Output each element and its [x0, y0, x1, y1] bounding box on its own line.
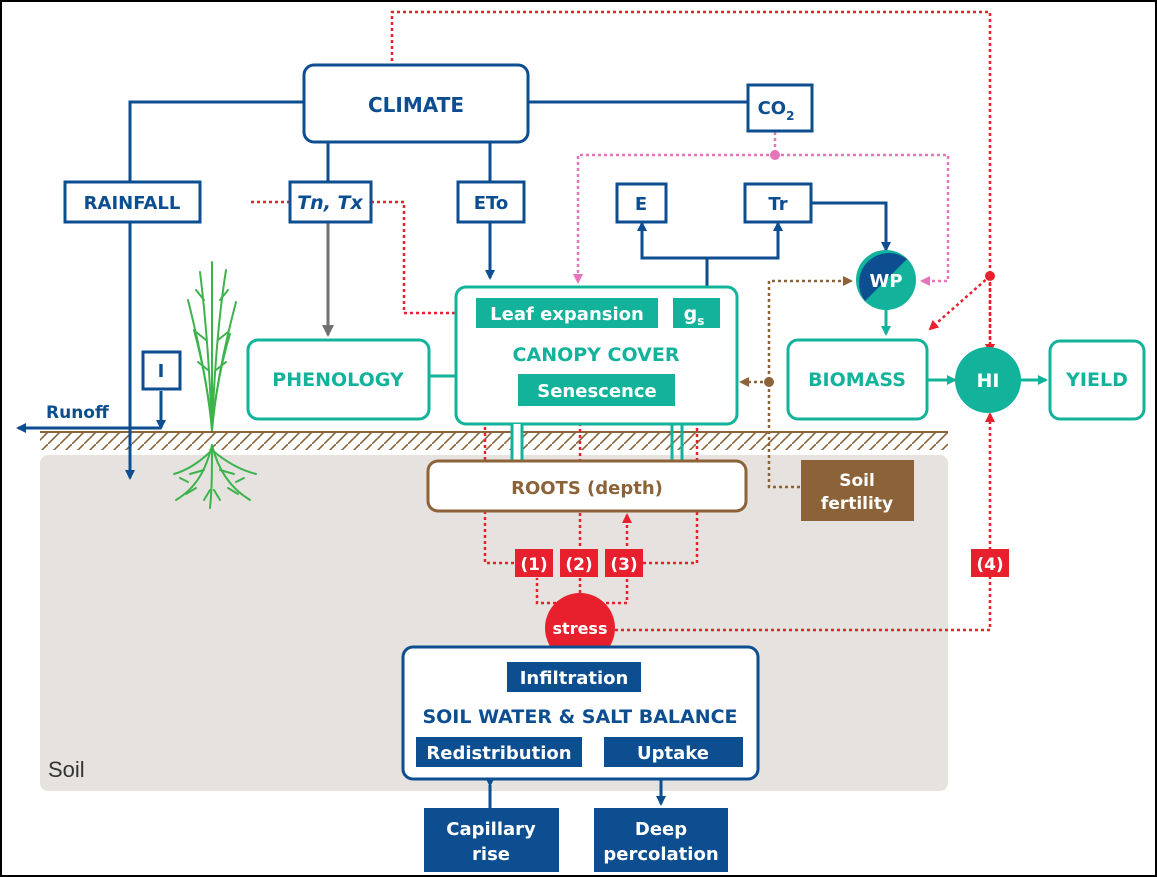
rainfall-label: RAINFALL — [84, 193, 181, 214]
blue-connectors — [16, 100, 891, 808]
transpiration-label: Tr — [768, 194, 787, 215]
red-junction-dot — [985, 271, 995, 281]
deep-percolation-box — [594, 808, 728, 872]
teal-connectors — [428, 310, 1048, 385]
canopy-cover-label: CANOPY COVER — [513, 344, 680, 366]
capillary-rise-box — [424, 808, 559, 872]
climate-box — [302, 63, 530, 144]
hi-label: HI — [977, 370, 1000, 392]
irrigation-box — [141, 350, 182, 391]
deep-percolation-line-1: Deep — [635, 819, 687, 840]
senescence-label: Senescence — [537, 381, 656, 402]
co2-box — [746, 83, 814, 133]
canopy-roots-legs — [510, 424, 684, 464]
transpiration-box — [743, 182, 813, 224]
brown-junction-dot — [764, 377, 774, 387]
roots-label: ROOTS (depth) — [511, 478, 663, 499]
stress-tag-4 — [971, 549, 1009, 577]
stress-tag-3-label: (3) — [610, 555, 637, 575]
redistribution-label: Redistribution — [426, 743, 571, 764]
deep-percolation-line-2: percolation — [603, 844, 718, 865]
capillary-rise-line-1: Capillary — [446, 819, 536, 840]
wp-node: WP — [856, 250, 916, 310]
soil-balance-label: SOIL WATER & SALT BALANCE — [422, 706, 737, 728]
stress-tag-4-label: (4) — [976, 555, 1003, 575]
ground-hatch — [40, 432, 948, 450]
soil-fertility-box — [801, 460, 914, 521]
soil-fertility-line-1: Soil — [839, 471, 875, 491]
gs-label: gs — [684, 303, 705, 328]
rainfall-box — [63, 180, 202, 224]
pink-junction-dot — [770, 150, 780, 160]
soil-fertility-line-2: fertility — [821, 494, 893, 514]
temperature-label: Tn, Tx — [297, 192, 363, 214]
eto-box — [456, 180, 526, 224]
infiltration-box — [507, 662, 641, 692]
phenology-box — [246, 338, 431, 421]
senescence-box — [518, 374, 675, 406]
runoff-label: Runoff — [46, 403, 109, 423]
uptake-box — [604, 737, 743, 767]
soil-label: Soil — [48, 757, 85, 782]
plant-icon — [173, 261, 257, 509]
stress-label: stress — [553, 619, 608, 638]
evaporation-box — [615, 182, 668, 224]
co2-label: CO2 — [758, 98, 795, 123]
yield-box — [1048, 339, 1146, 421]
temperature-box — [288, 180, 373, 224]
eto-label: ETo — [474, 193, 509, 214]
red-dotted-connectors — [250, 10, 995, 632]
stress-tag-2-label: (2) — [565, 555, 592, 575]
biomass-box — [786, 338, 929, 421]
infiltration-label: Infiltration — [520, 668, 629, 689]
leaf-expansion-box — [476, 298, 658, 328]
stress-tag-2 — [560, 549, 598, 577]
evaporation-label: E — [635, 194, 647, 215]
stress-tag-3 — [605, 549, 643, 577]
yield-label: YIELD — [1065, 369, 1128, 391]
uptake-label: Uptake — [637, 743, 709, 764]
roots-box — [426, 459, 748, 513]
irrigation-label: I — [158, 361, 165, 382]
capillary-rise-line-2: rise — [472, 844, 510, 865]
phenology-label: PHENOLOGY — [272, 369, 404, 391]
hi-node — [955, 347, 1021, 413]
leaf-expansion-label: Leaf expansion — [490, 304, 644, 325]
gs-box — [673, 298, 720, 328]
wp-label: WP — [869, 271, 902, 292]
redistribution-box — [416, 737, 582, 767]
stress-tag-1-label: (1) — [520, 555, 547, 575]
biomass-label: BIOMASS — [808, 369, 906, 391]
stress-tag-1 — [515, 549, 553, 577]
climate-label: CLIMATE — [368, 93, 464, 117]
